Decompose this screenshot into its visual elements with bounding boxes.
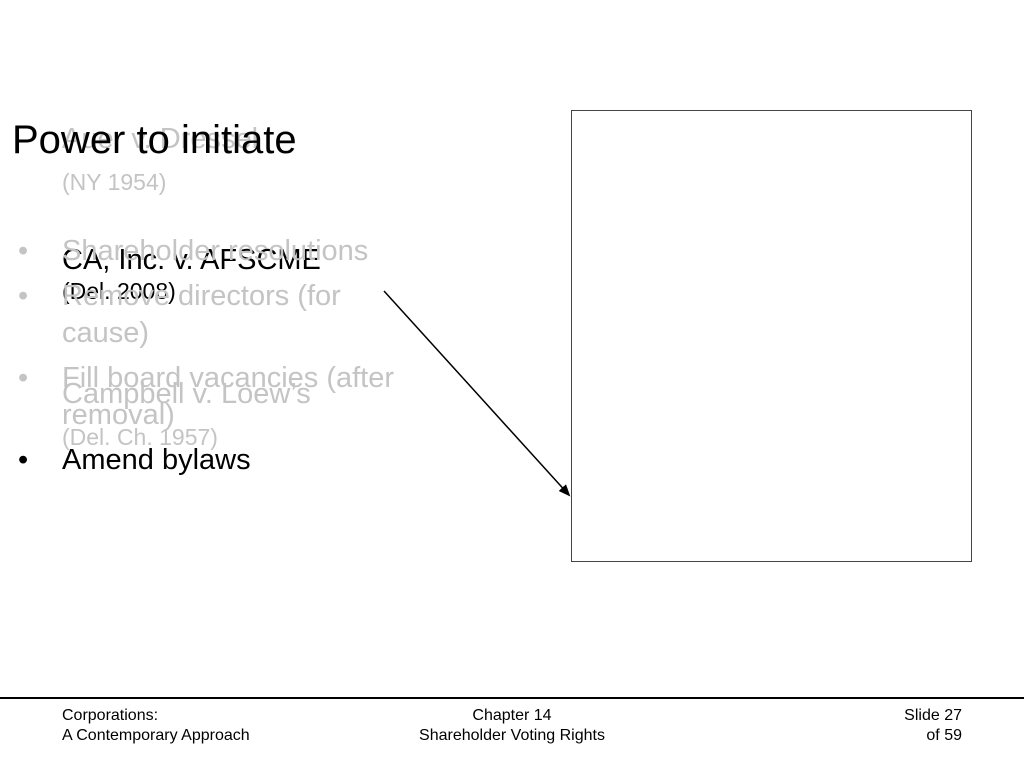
power-box	[571, 110, 972, 562]
bullet-icon: •	[18, 280, 29, 312]
footer-chapter: Chapter 14 Shareholder Voting Rights	[362, 706, 662, 746]
list-item: • Fill board vacancies (after removal)	[0, 360, 400, 434]
case-campbell-v-loews: Campbell v. Loew’s (Del. Ch. 1957)	[62, 377, 311, 451]
bullet-icon: •	[18, 444, 29, 476]
footer-book-title: Corporations: A Contemporary Approach	[62, 706, 250, 746]
bullet-icon: •	[18, 235, 29, 267]
case-court: (Del. Ch. 1957)	[62, 424, 218, 450]
case-name: CA, Inc. v. AFSCME	[62, 244, 321, 276]
arrow-line	[383, 290, 571, 497]
list-item-text: Remove directors (for cause)	[62, 280, 341, 349]
footer-divider	[0, 697, 1024, 699]
footer-slide-number: Slide 27 of 59	[904, 706, 962, 746]
case-auer-v-dressel: Auer v. Dressel (NY 1954)	[62, 122, 258, 196]
case-court: (NY 1954)	[62, 169, 167, 195]
power-list: • Shareholder resolutions • Remove direc…	[0, 233, 400, 487]
footer-right-line2: of 59	[926, 727, 962, 744]
case-court: (Del. 2008)	[62, 278, 176, 304]
list-item-text: Amend bylaws	[62, 444, 251, 476]
list-item-text: Fill board vacancies (after removal)	[62, 362, 395, 431]
list-item-text: Shareholder resolutions	[62, 235, 369, 267]
footer-center-line1: Chapter 14	[472, 707, 552, 724]
footer-right-line1: Slide 27	[904, 707, 962, 724]
power-box-title: Power to initiate	[12, 118, 297, 162]
bullet-icon: •	[18, 362, 29, 394]
footer-left-line2: A Contemporary Approach	[62, 727, 250, 744]
case-name: Auer v. Dressel	[62, 123, 259, 155]
footer-left-line1: Corporations:	[62, 707, 159, 724]
list-item: • Remove directors (for cause)	[0, 278, 400, 352]
footer-center-line2: Shareholder Voting Rights	[419, 727, 605, 744]
list-item: • Amend bylaws	[0, 442, 400, 479]
list-item: • Shareholder resolutions	[0, 233, 400, 270]
case-name: Campbell v. Loew’s	[62, 378, 311, 410]
case-ca-inc-v-afscme: CA, Inc. v. AFSCME (Del. 2008)	[62, 243, 321, 305]
